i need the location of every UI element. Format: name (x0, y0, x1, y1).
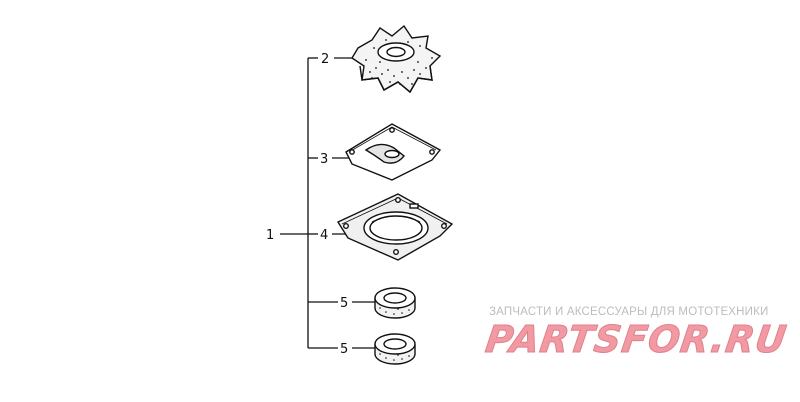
seal-upper-drawing (374, 287, 416, 319)
callout-seal-lower: 5 (340, 342, 348, 357)
gasket-drawing (336, 193, 454, 261)
watermark-tagline: ЗАПЧАСТИ И АКСЕССУАРЫ ДЛЯ МОТОТЕХНИКИ (489, 306, 769, 318)
callout-impeller: 2 (321, 52, 329, 67)
leader-lines (332, 57, 378, 349)
callout-gasket: 4 (320, 228, 328, 243)
callout-seal-upper: 5 (340, 296, 348, 311)
assembly-bracket (280, 57, 338, 349)
seal-lower-drawing (374, 333, 416, 365)
plate-drawing (345, 123, 442, 181)
impeller-drawing (351, 24, 442, 94)
callout-assembly: 1 (266, 228, 274, 243)
callout-plate: 3 (320, 152, 328, 167)
watermark-logo: PARTSFOR.RU (482, 318, 790, 362)
